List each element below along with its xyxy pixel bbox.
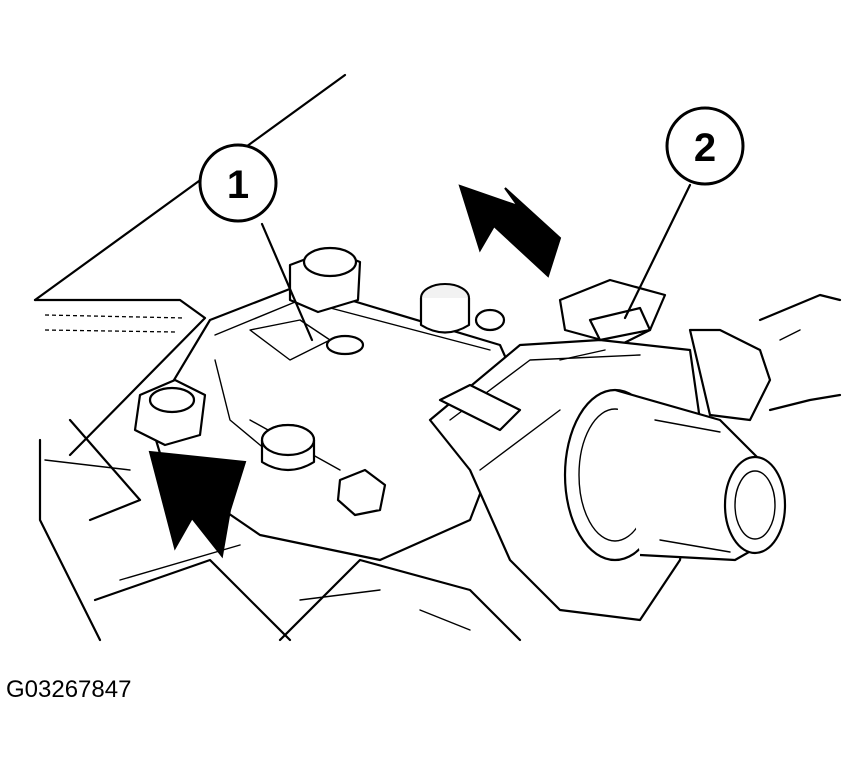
arrow-icon <box>458 184 562 278</box>
steering-column-illustration: 1 2 <box>33 73 842 642</box>
lock-housing-body <box>133 246 522 562</box>
ignition-switch <box>428 278 842 622</box>
arrow-icon <box>148 450 247 559</box>
figure-id: G03267847 <box>6 676 132 703</box>
callout-2: 2 <box>623 106 745 320</box>
column-housing <box>33 73 522 642</box>
callout-1: 1 <box>198 143 314 342</box>
callout-2-label: 2 <box>694 126 716 170</box>
callout-1-label: 1 <box>227 163 249 207</box>
